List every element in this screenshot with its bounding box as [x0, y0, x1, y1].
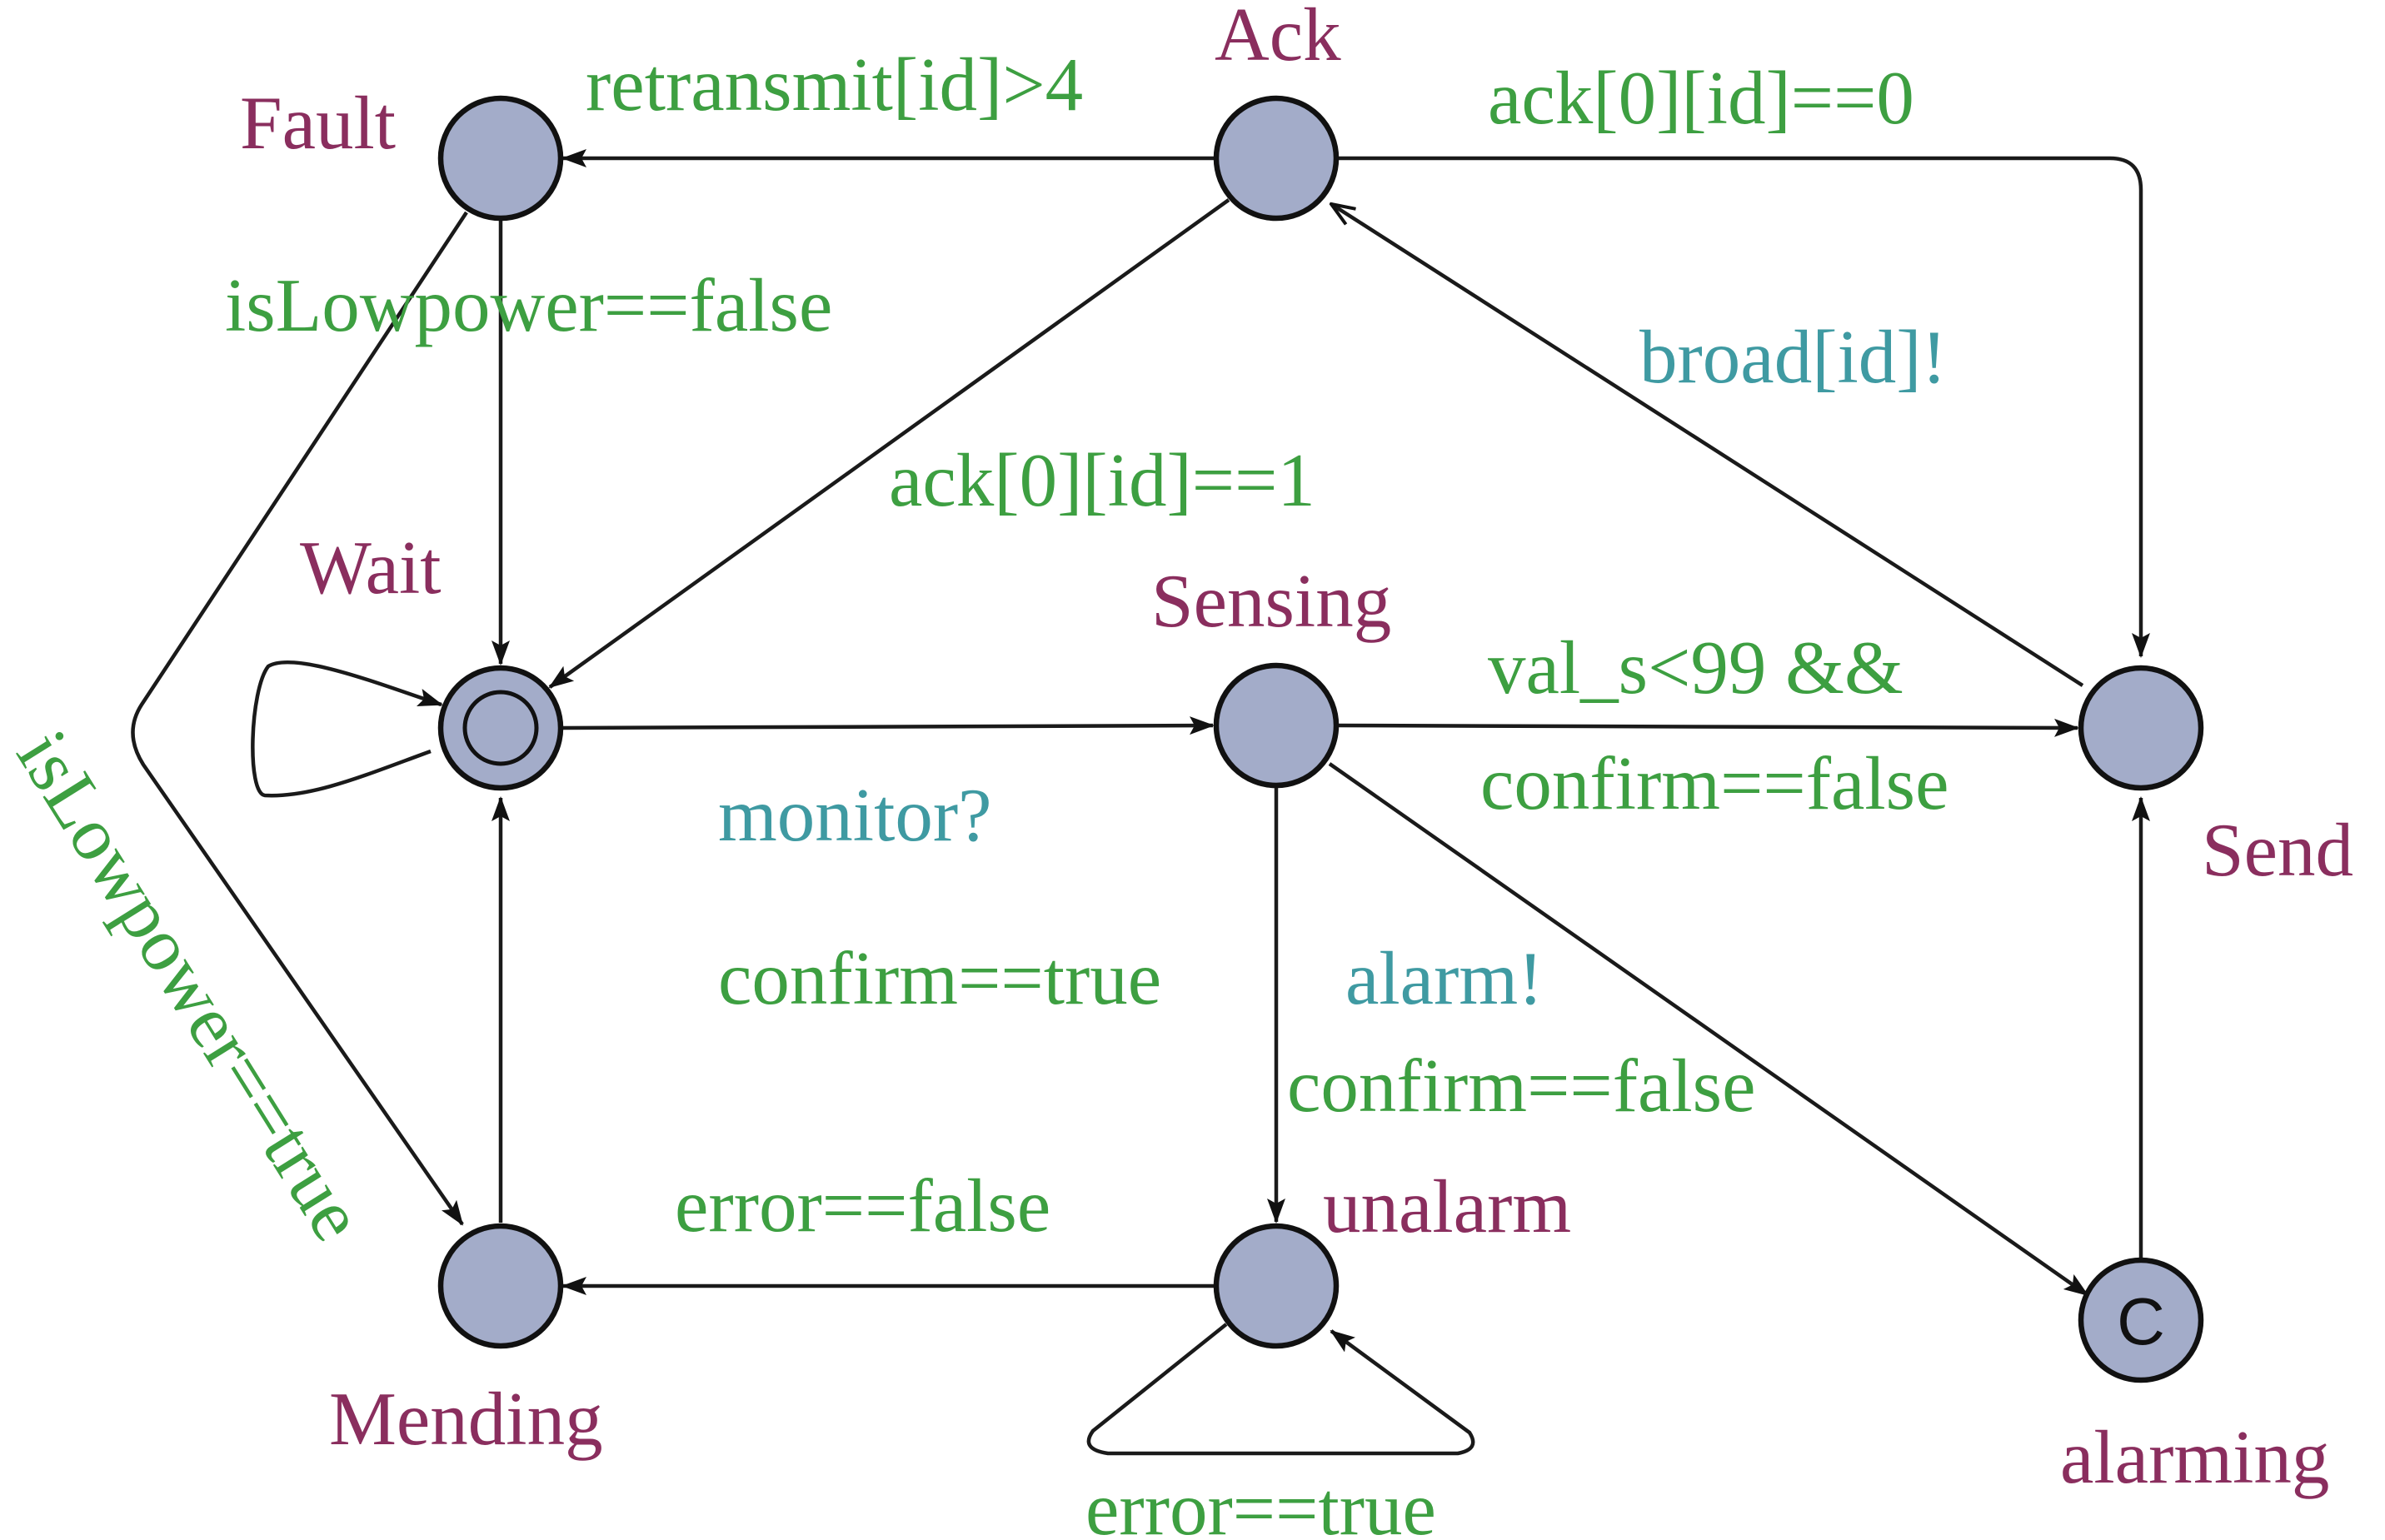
committed-marker: C — [2117, 1284, 2165, 1358]
state-alarming-circle — [2078, 1257, 2204, 1383]
label-unalarm: unalarm — [1323, 1164, 1571, 1248]
label-mending: Mending — [329, 1377, 603, 1461]
sync-alarm: alarm! — [1345, 936, 1543, 1020]
label-ack: Ack — [1215, 0, 1341, 77]
state-alarming: C — [2078, 1257, 2204, 1383]
state-fault-circle — [437, 95, 564, 222]
state-mending-circle — [437, 1223, 564, 1349]
edge-ack-to-send — [1337, 156, 2150, 658]
label-fault: Fault — [240, 81, 396, 165]
guard-ack-eq1: ack[0][id]==1 — [889, 438, 1315, 522]
label-send: Send — [2202, 808, 2353, 892]
label-sensing: Sensing — [1151, 559, 1391, 643]
edge-send-to-ack — [1331, 204, 2084, 687]
state-fault — [437, 95, 564, 222]
edge-sensing-to-send — [1336, 718, 2079, 737]
state-wait-circle — [437, 665, 564, 791]
edge-wait-self-loop — [251, 660, 443, 798]
sync-broad: broad[id]! — [1639, 315, 1947, 399]
guard-confirm-false: confirm==false — [1287, 1044, 1756, 1128]
state-send — [2078, 665, 2204, 791]
label-alarming: alarming — [2060, 1415, 2329, 1499]
guard-error-false: error==false — [675, 1164, 1050, 1248]
guard-retransmit: retransmit[id]>4 — [586, 42, 1083, 127]
initial-state-marker — [462, 690, 539, 766]
state-wait — [437, 665, 564, 791]
state-ack — [1213, 95, 1340, 222]
guard-ack-eq0: ack[0][id]==0 — [1488, 56, 1914, 140]
guard-is-lowpower-false: isLowpower==false — [225, 263, 832, 347]
guard-confirm-true: confirm==true — [718, 936, 1161, 1020]
edge-unalarm-self-loop — [1086, 1323, 1475, 1456]
guard-is-lowpower-true: isLowpower==true — [1, 716, 381, 1254]
state-mending — [437, 1223, 564, 1349]
state-sensing — [1213, 662, 1340, 789]
guard-error-true: error==true — [1085, 1467, 1436, 1540]
edge-fault-to-mending — [131, 211, 468, 1226]
state-unalarm — [1213, 1223, 1340, 1349]
guard-val-s-line2: confirm==false — [1480, 741, 1949, 825]
edge-ack-to-wait — [548, 198, 1230, 689]
state-unalarm-circle — [1213, 1223, 1340, 1349]
state-sensing-circle — [1213, 662, 1340, 789]
label-wait: Wait — [300, 526, 442, 610]
edge-wait-to-sensing — [562, 716, 1215, 735]
guard-val-s-line1: val_s<99 && — [1488, 625, 1904, 710]
sync-monitor: monitor? — [718, 773, 992, 857]
state-ack-circle — [1213, 95, 1340, 222]
edge-sensing-to-alarming — [1328, 762, 2089, 1297]
state-send-circle — [2078, 665, 2204, 791]
